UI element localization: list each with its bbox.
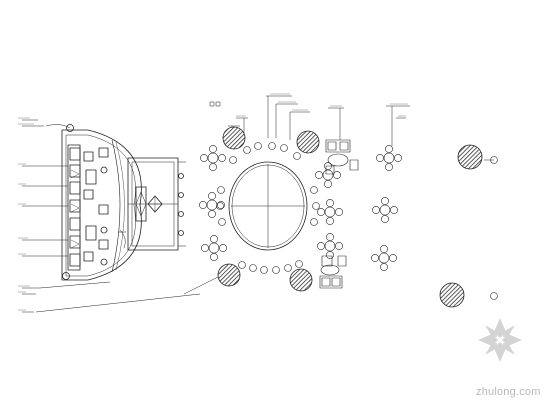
flower-logo-icon bbox=[478, 318, 522, 362]
reference-tags bbox=[491, 157, 498, 300]
table-group bbox=[199, 145, 401, 270]
round-table-1 bbox=[200, 145, 225, 170]
watermark-text: zhulong.com bbox=[476, 386, 541, 398]
left-lounge bbox=[62, 125, 141, 281]
central-oval bbox=[217, 143, 320, 274]
hatched-columns bbox=[218, 127, 482, 307]
annotation-leaders bbox=[22, 96, 494, 312]
column-far-right-bottom bbox=[440, 283, 464, 307]
round-table-8 bbox=[372, 197, 397, 222]
sofa-set-top bbox=[326, 140, 358, 174]
column-top-left bbox=[223, 127, 245, 149]
bar-counter bbox=[128, 158, 186, 250]
column-top-right bbox=[297, 131, 319, 153]
small-markers bbox=[210, 102, 220, 106]
round-table-5 bbox=[317, 199, 342, 224]
column-far-right-top bbox=[458, 145, 482, 169]
round-table-9 bbox=[371, 245, 396, 270]
illegible-labels bbox=[18, 94, 408, 310]
sofa-set-bottom bbox=[320, 256, 346, 288]
column-bottom-left bbox=[218, 264, 240, 286]
round-table-2 bbox=[199, 192, 224, 217]
column-bottom-right bbox=[290, 269, 312, 291]
round-table-3 bbox=[201, 235, 226, 260]
round-table-6 bbox=[317, 233, 342, 258]
round-table-7 bbox=[376, 145, 401, 170]
round-table-4 bbox=[315, 162, 340, 187]
